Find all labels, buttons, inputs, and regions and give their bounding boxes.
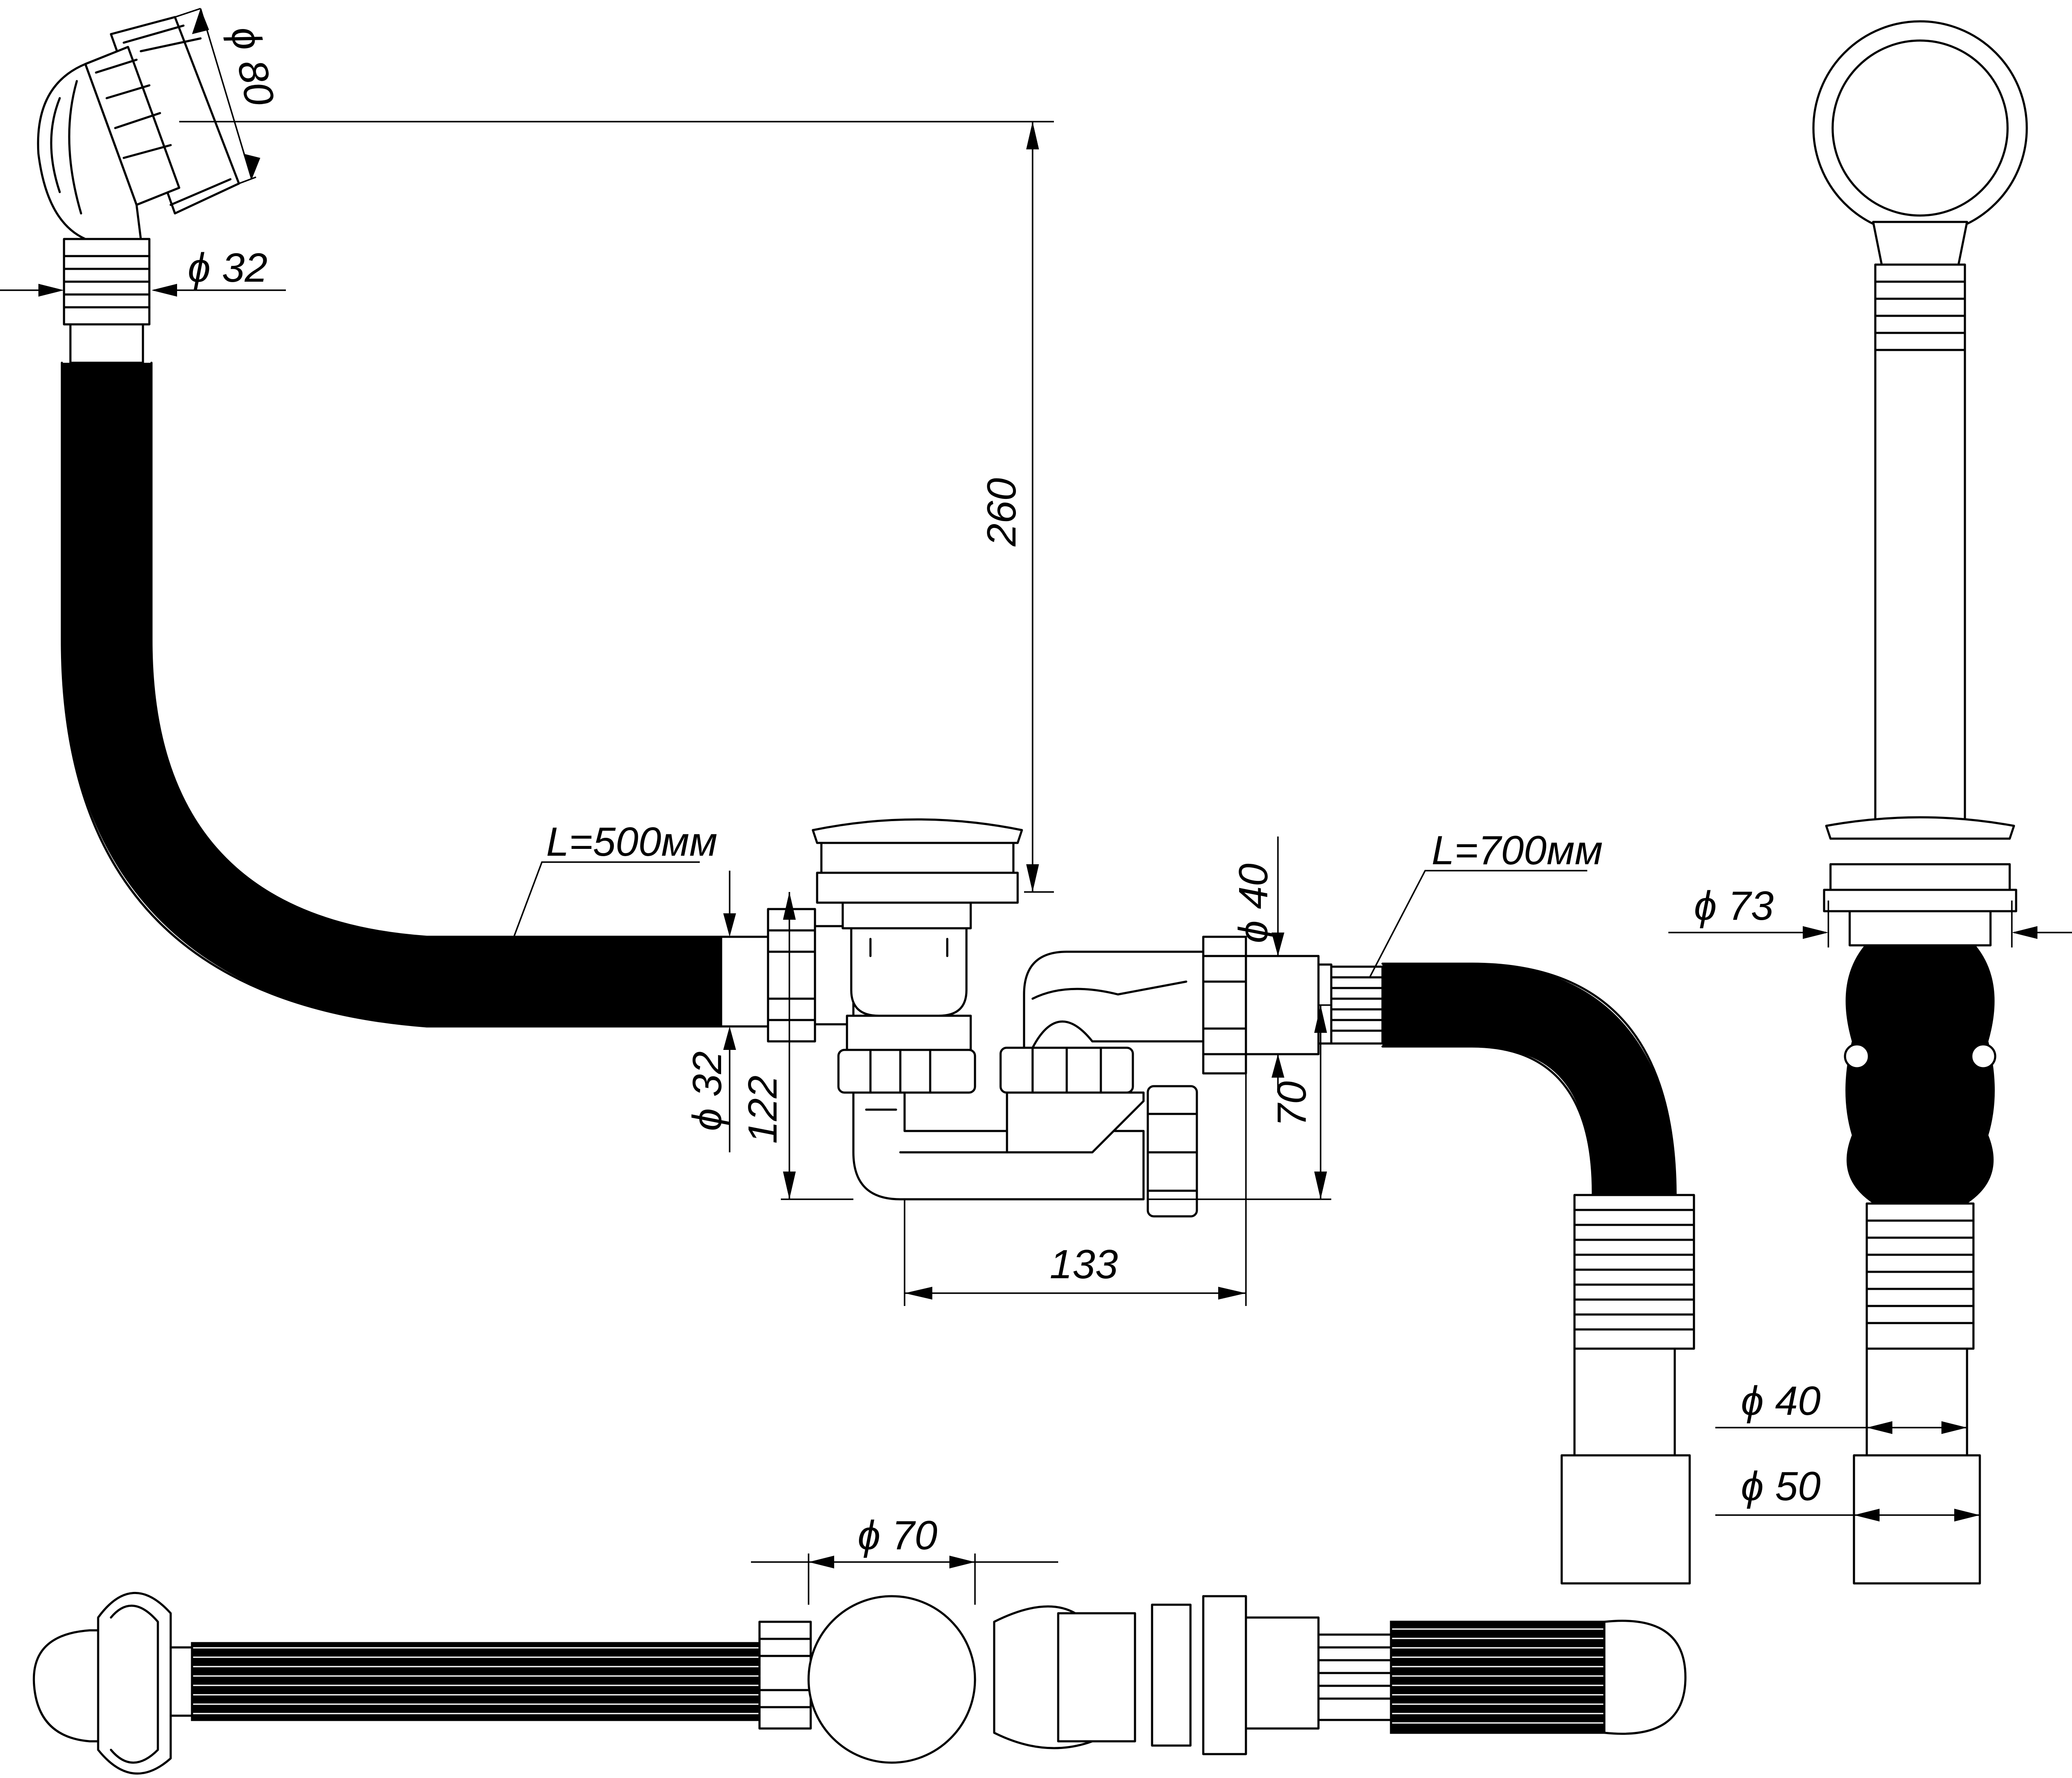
dim-overflow-hose-length: L=500мм [503, 819, 717, 965]
dim-inlet-diameter: ϕ 32 [684, 871, 736, 1152]
dim-overflow-height: 260 [179, 121, 1054, 893]
dim-overflow-pipe: ϕ 32 [0, 245, 286, 297]
dim-trap-height: 122 [740, 892, 853, 1200]
dim-outlet-diameter: ϕ 40 [1231, 837, 1284, 1093]
label-inlet-diameter: ϕ 32 [684, 1051, 730, 1131]
drain-valve [720, 818, 1023, 1051]
label-outlet-diameter: ϕ 40 [1231, 863, 1276, 943]
dim-plug-diameter: ϕ 73 [1668, 883, 2072, 947]
overflow-hose [62, 363, 721, 1026]
overflow-neck [63, 238, 151, 364]
dim-trap-width: 133 [904, 1054, 1247, 1306]
dim-outlet-offset: 70 [1148, 1004, 1331, 1200]
trap-body [837, 936, 1333, 1218]
side-view [1812, 20, 2028, 1585]
dim-drain-hose-length: L=700мм [1369, 828, 1603, 978]
label-overflow-hose-length: L=500мм [546, 819, 717, 865]
overflow-head [37, 16, 240, 240]
label-plug-diameter: ϕ 73 [1694, 883, 1774, 929]
label-overflow-pipe: ϕ 32 [188, 245, 268, 291]
label-drain-hose-length: L=700мм [1432, 828, 1603, 873]
label-hose-end-outer: ϕ 50 [1741, 1463, 1821, 1509]
dim-hose-end-outer: ϕ 50 [1715, 1463, 1980, 1522]
drain-hose [1330, 962, 1695, 1585]
dim-drain-body: ϕ 70 [751, 1513, 1058, 1605]
label-outlet-offset: 70 [1269, 1081, 1315, 1127]
label-hose-end-inner: ϕ 40 [1741, 1378, 1821, 1424]
label-drain-body: ϕ 70 [858, 1513, 937, 1558]
label-overflow-height: 260 [979, 478, 1024, 547]
dim-hose-end-inner: ϕ 40 [1715, 1378, 1967, 1434]
label-overflow-diameter: ϕ 80 [221, 22, 283, 110]
plan-view [32, 1592, 1687, 1775]
label-trap-height: 122 [740, 1076, 786, 1144]
label-trap-width: 133 [1050, 1242, 1118, 1287]
